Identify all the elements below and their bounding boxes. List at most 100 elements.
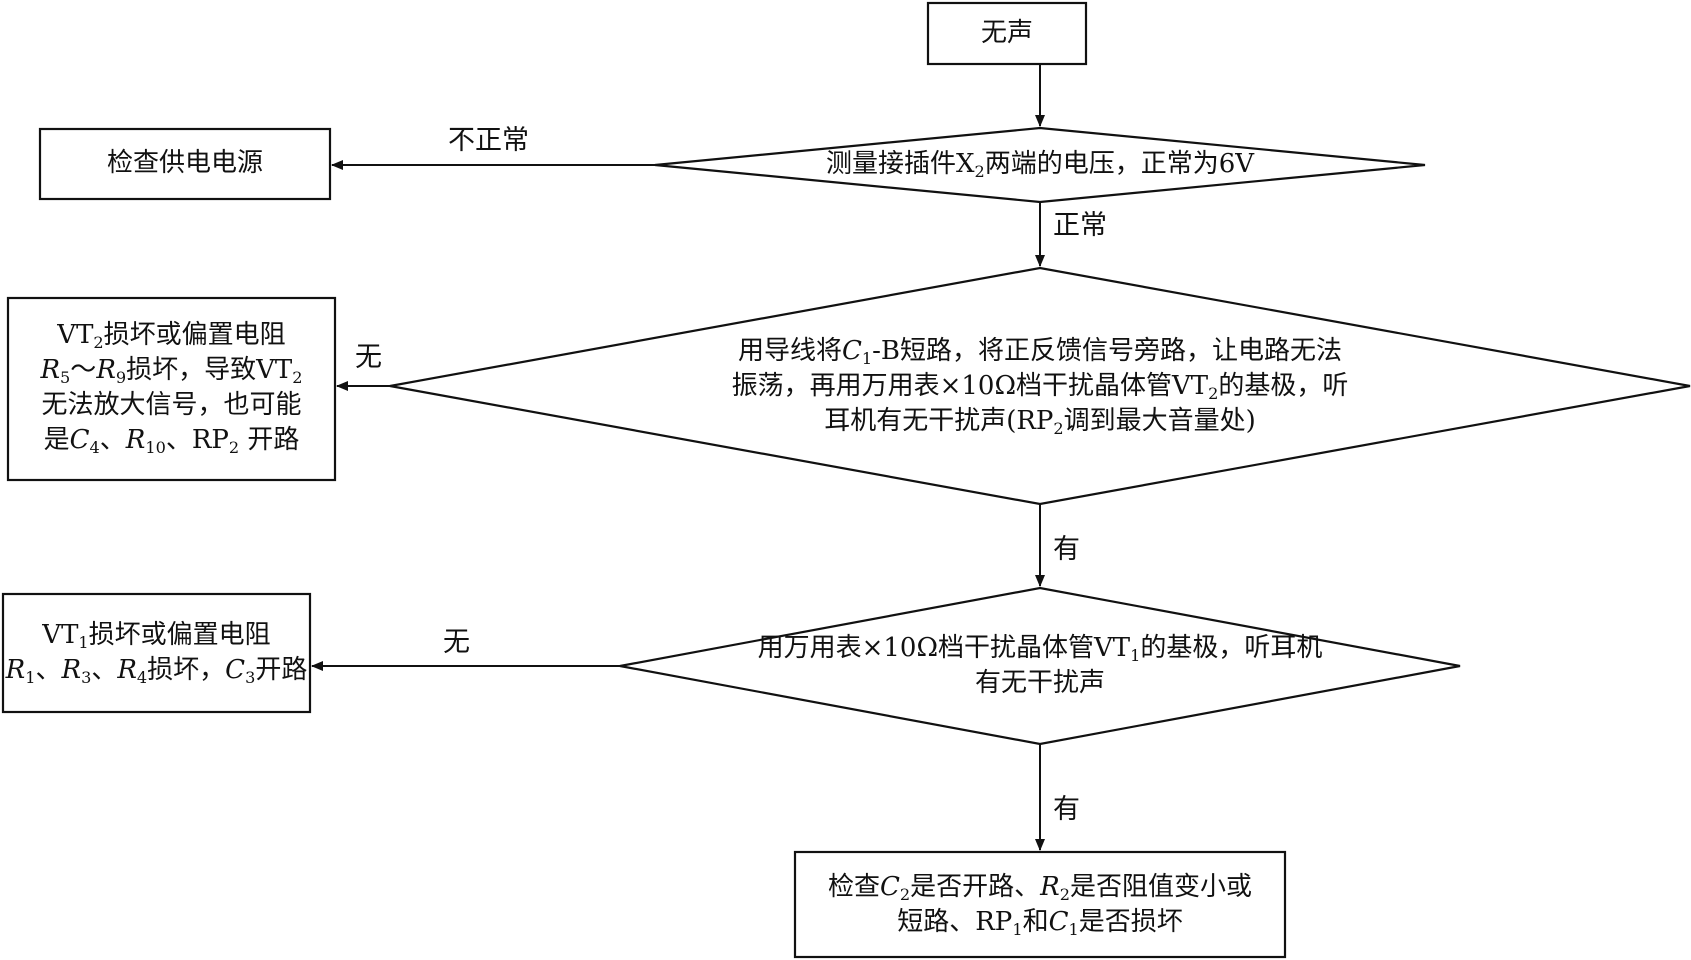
vt2-l1-a: VT bbox=[57, 320, 94, 350]
vt1-l2-r3: R bbox=[61, 655, 82, 685]
decision-vt1-line-1: 用万用表×10Ω档干扰晶体管VT1的基极，听耳机 bbox=[700, 631, 1380, 666]
decision-bypass-line-3: 耳机有无干扰声(RP2调到最大音量处) bbox=[530, 404, 1550, 439]
final-l2-a: 短路、RP bbox=[897, 907, 1013, 937]
vt2-l4-sep2: 、RP bbox=[165, 425, 229, 455]
vt2-l2-sub9: 9 bbox=[115, 368, 127, 388]
vt2-l2-sub: 2 bbox=[292, 368, 303, 388]
vt1-l1-b: 损坏或偏置电阻 bbox=[88, 620, 271, 650]
decision-vt1-node: 用万用表×10Ω档干扰晶体管VT1的基极，听耳机 有无干扰声 bbox=[700, 631, 1380, 701]
vt2-l4-a: 是 bbox=[43, 425, 70, 455]
vt1-l2-c: 开路 bbox=[255, 655, 308, 685]
decision-bypass-line-1: 用导线将C1-B短路，将正反馈信号旁路，让电路无法 bbox=[530, 334, 1550, 369]
vt1-l2-sub3: 3 bbox=[81, 668, 92, 688]
edge-label-normal: 正常 bbox=[1053, 210, 1107, 241]
start-text: 无声 bbox=[980, 18, 1033, 48]
d3-l1-a: 用万用表×10Ω档干扰晶体管VT bbox=[757, 633, 1131, 663]
vt1-l2-sub4: 4 bbox=[136, 668, 148, 688]
final-line-1: 检查C2是否开路、R2是否阻值变小或 bbox=[795, 870, 1285, 905]
check-power-box-shape bbox=[38, 127, 332, 201]
vt2-l1-sub: 2 bbox=[93, 333, 104, 353]
final-l2-c1: C bbox=[1048, 907, 1069, 937]
final-l2-b: 和 bbox=[1022, 907, 1049, 937]
vt1-fault-node: VT1损坏或偏置电阻 R1、R3、R4损坏，C3开路 bbox=[3, 618, 310, 688]
edge-label-abnormal: 不正常 bbox=[448, 125, 529, 156]
check-power-node: 检查供电电源 bbox=[40, 146, 330, 181]
d2-l1-sub: 1 bbox=[861, 349, 873, 369]
d2-l1-c: C bbox=[841, 336, 862, 366]
d2-l3-sub: 2 bbox=[1053, 419, 1064, 439]
decision-voltage-text-b: 两端的电压，正常为6V bbox=[984, 149, 1255, 179]
vt2-line-1: VT2损坏或偏置电阻 bbox=[8, 318, 335, 353]
vt2-l4-r10: R bbox=[125, 425, 146, 455]
vt1-l2-sub1: 1 bbox=[25, 668, 36, 688]
vt1-l2-r1: R bbox=[5, 655, 26, 685]
decision-bypass-shape bbox=[389, 266, 1691, 506]
start-box-shape bbox=[926, 1, 1088, 66]
vt2-l4-sub10: 10 bbox=[145, 438, 166, 458]
final-l1-c: 是否阻值变小或 bbox=[1070, 872, 1253, 902]
vt1-l2-b: 损坏， bbox=[147, 655, 226, 685]
vt2-l4-sub4: 4 bbox=[89, 438, 100, 458]
vt1-line-1: VT1损坏或偏置电阻 bbox=[3, 618, 310, 653]
vt2-line-3: 无法放大信号，也可能 bbox=[41, 390, 302, 420]
decision-voltage-sub: 2 bbox=[974, 162, 985, 182]
vt1-fault-box-shape bbox=[1, 592, 312, 714]
vt2-l4-c4: C bbox=[69, 425, 90, 455]
final-l2-sub: 1 bbox=[1012, 920, 1023, 940]
d2-l2-b: 的基极，听 bbox=[1218, 371, 1349, 401]
vt2-l2-r5: R bbox=[40, 355, 61, 385]
vt1-l2-c3: C bbox=[225, 655, 246, 685]
decision-bypass-node: 用导线将C1-B短路，将正反馈信号旁路，让电路无法 振荡，再用万用表×10Ω档干… bbox=[530, 334, 1550, 439]
d2-l1-b: -B短路，将正反馈信号旁路，让电路无法 bbox=[872, 336, 1343, 366]
vt2-fault-box-shape bbox=[6, 296, 337, 482]
d3-l1-b: 的基极，听耳机 bbox=[1140, 633, 1323, 663]
edge-label-has-1: 有 bbox=[1053, 534, 1080, 565]
vt1-l2-sep1: 、 bbox=[35, 655, 62, 685]
vt2-fault-node: VT2损坏或偏置电阻 R5～R9损坏，导致VT2 无法放大信号，也可能 是C4、… bbox=[8, 318, 335, 458]
edge-label-has-2: 有 bbox=[1053, 794, 1080, 825]
d2-l3-a: 耳机有无干扰声(RP bbox=[824, 406, 1054, 436]
final-l2-subc1: 1 bbox=[1068, 920, 1079, 940]
vt1-l1-sub: 1 bbox=[78, 633, 89, 653]
check-power-text: 检查供电电源 bbox=[106, 148, 263, 178]
vt2-l4-sub2: 2 bbox=[228, 438, 240, 458]
final-l1-r2: R bbox=[1040, 872, 1060, 902]
vt2-l2-r9: R bbox=[96, 355, 116, 385]
vt1-l2-subc3: 3 bbox=[245, 668, 256, 688]
final-check-box-shape bbox=[793, 850, 1287, 959]
decision-voltage-shape bbox=[654, 126, 1426, 204]
vt1-l2-r4: R bbox=[117, 655, 137, 685]
start-node: 无声 bbox=[928, 16, 1086, 51]
decision-voltage-node: 测量接插件X2两端的电压，正常为6V bbox=[700, 147, 1380, 182]
decision-vt1-line-2: 有无干扰声 bbox=[974, 668, 1105, 698]
d2-l1-a: 用导线将 bbox=[737, 336, 842, 366]
vt2-l4-b: 开路 bbox=[239, 425, 300, 455]
final-l2-c: 是否损坏 bbox=[1078, 907, 1183, 937]
vt1-line-2: R1、R3、R4损坏，C3开路 bbox=[3, 653, 310, 688]
vt2-line-2: R5～R9损坏，导致VT2 bbox=[8, 353, 335, 388]
d2-l2-sub: 2 bbox=[1208, 384, 1219, 404]
vt1-l2-sep2: 、 bbox=[91, 655, 118, 685]
vt1-l1-a: VT bbox=[42, 620, 79, 650]
final-l1-a: 检查 bbox=[827, 872, 880, 902]
final-check-node: 检查C2是否开路、R2是否阻值变小或 短路、RP1和C1是否损坏 bbox=[795, 870, 1285, 940]
decision-voltage-text-a: 测量接插件X bbox=[825, 149, 975, 179]
vt2-l2-sub5: 5 bbox=[60, 368, 71, 388]
final-l1-subr2: 2 bbox=[1059, 885, 1070, 905]
d2-l3-b: 调到最大音量处) bbox=[1063, 406, 1256, 436]
vt2-l1-b: 损坏或偏置电阻 bbox=[103, 320, 286, 350]
final-line-2: 短路、RP1和C1是否损坏 bbox=[795, 905, 1285, 940]
edge-label-none-1: 无 bbox=[355, 342, 382, 373]
vt2-l2-tilde: ～ bbox=[70, 355, 97, 385]
d2-l2-a: 振荡，再用万用表×10Ω档干扰晶体管VT bbox=[731, 371, 1209, 401]
decision-bypass-line-2: 振荡，再用万用表×10Ω档干扰晶体管VT2的基极，听 bbox=[530, 369, 1550, 404]
final-l1-subc2: 2 bbox=[899, 885, 911, 905]
decision-vt1-shape bbox=[619, 586, 1461, 746]
vt2-line-4: 是C4、R10、RP2 开路 bbox=[8, 423, 335, 458]
edge-label-none-2: 无 bbox=[443, 627, 470, 658]
vt2-l4-sep1: 、 bbox=[99, 425, 126, 455]
final-l1-c2: C bbox=[880, 872, 900, 902]
d3-l1-sub: 1 bbox=[1130, 646, 1141, 666]
final-l1-b: 是否开路、 bbox=[910, 872, 1041, 902]
